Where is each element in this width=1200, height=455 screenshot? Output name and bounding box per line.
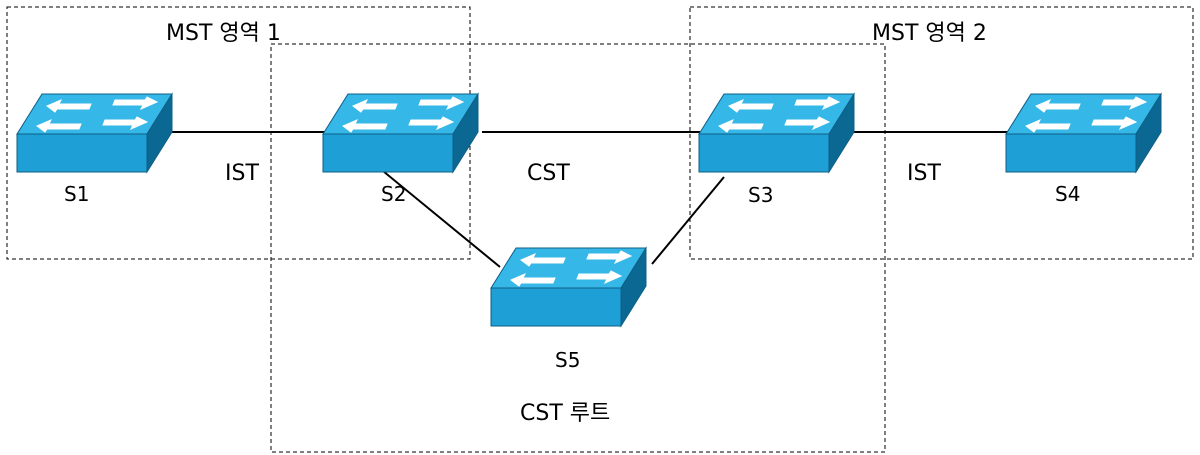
link-label-s2-s3: CST: [527, 161, 570, 186]
switch-s3-icon: [698, 93, 855, 173]
mst-region-1-label: MST 영역 1: [166, 21, 281, 46]
mst-region-2-label: MST 영역 2: [872, 21, 987, 46]
link-s2-s5: [371, 161, 501, 268]
switch-s4-icon: [1005, 93, 1162, 173]
link-label-s1-s2: IST: [225, 161, 259, 186]
switch-s1-icon: [16, 93, 173, 173]
link-label-s3-s4: IST: [907, 161, 941, 186]
switch-s4-label: S4: [1055, 182, 1080, 206]
link-s3-s5: [651, 176, 725, 265]
switch-s2-icon: [322, 93, 479, 173]
switch-s1-label: S1: [64, 182, 89, 206]
switch-s2-label: S2: [381, 182, 406, 206]
switch-s3-label: S3: [748, 183, 773, 207]
switch-s5-icon: [490, 247, 647, 327]
cst-root-label: CST 루트: [520, 401, 610, 426]
switch-s5-label: S5: [555, 348, 580, 372]
